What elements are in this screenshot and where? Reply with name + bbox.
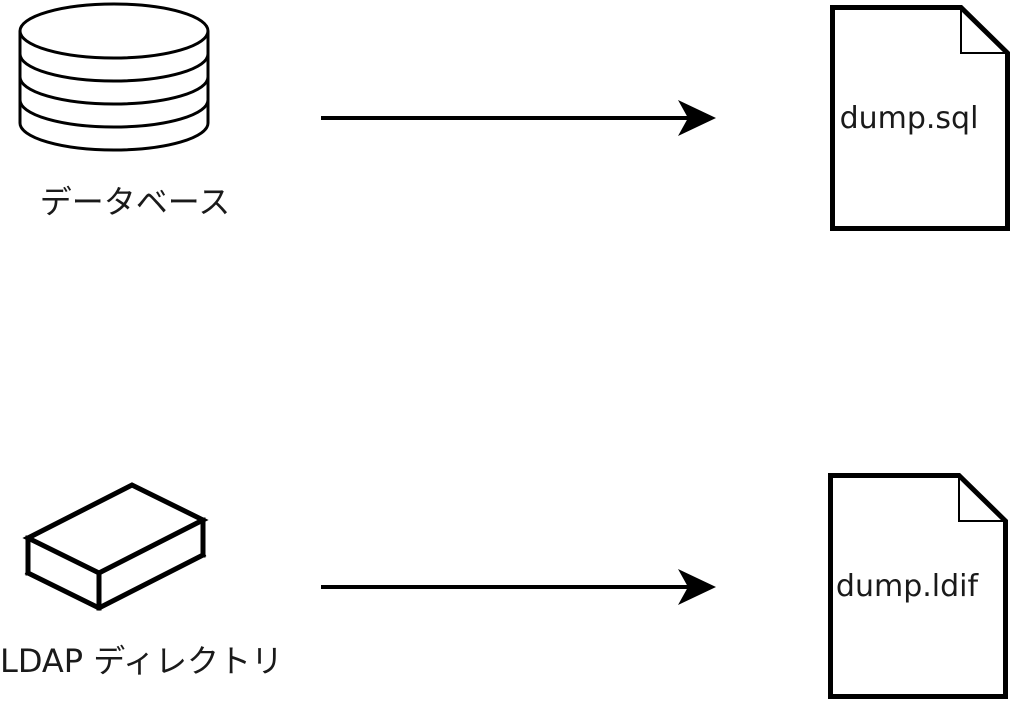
db-to-sql-arrow-icon xyxy=(321,100,716,136)
ldap-directory-label: LDAP ディレクトリ xyxy=(0,642,284,680)
ldap-to-ldif-arrow-icon xyxy=(321,569,716,605)
document-icon xyxy=(830,5,1010,231)
document-icon xyxy=(828,473,1008,699)
dump-ldif-filename: dump.ldif xyxy=(835,568,979,604)
dump-sql-file: dump.sql xyxy=(830,5,1010,231)
database-icon xyxy=(18,2,210,152)
box-icon xyxy=(22,482,209,611)
dump-sql-filename: dump.sql xyxy=(839,100,979,136)
database-label: データベース xyxy=(39,183,231,221)
dump-ldif-file: dump.ldif xyxy=(828,473,1008,699)
